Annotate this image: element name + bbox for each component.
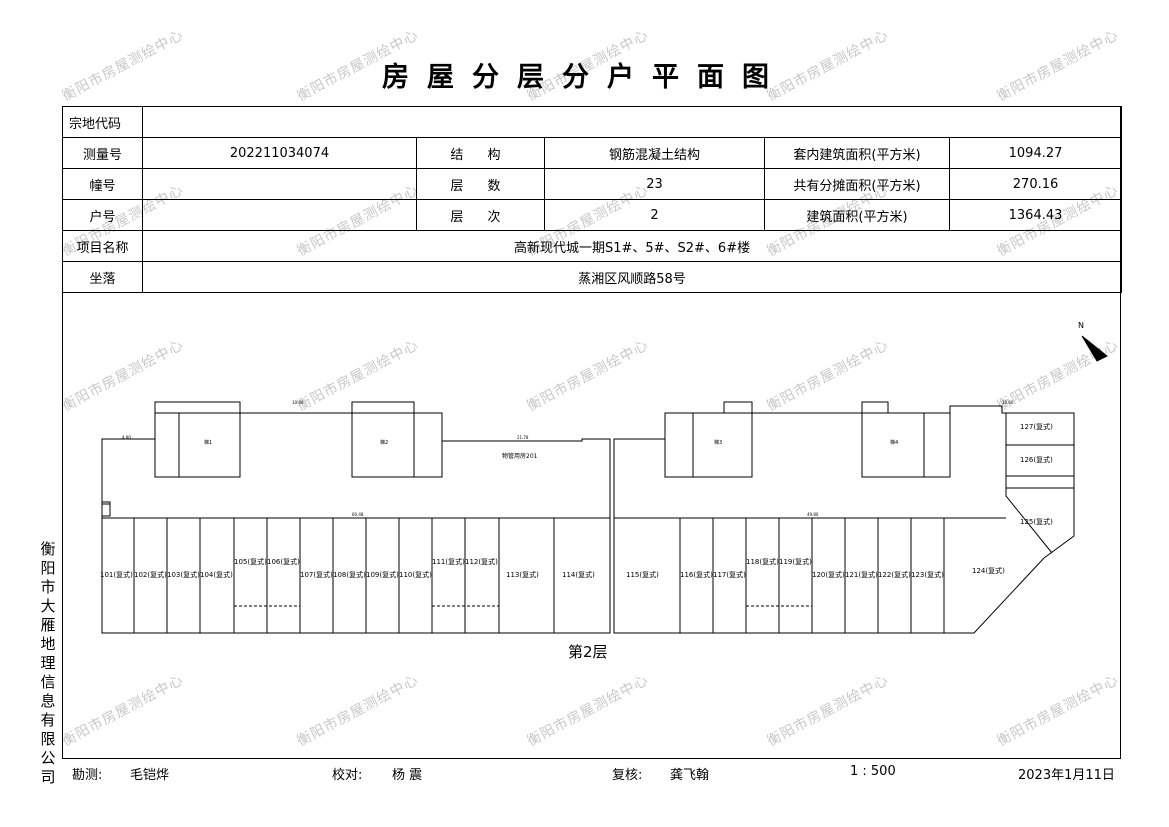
unit-label: 127(复式): [1020, 422, 1053, 431]
floor-caption: 第2层: [568, 643, 608, 661]
unit-label: 108(复式): [333, 570, 366, 579]
unit-label: 119(复式): [779, 557, 812, 566]
unit-label: 122(复式): [878, 570, 911, 579]
surveyor-name: 毛铠烨: [130, 768, 170, 783]
shared-area-label: 共有分摊面积(平方米): [764, 168, 950, 200]
unit-label: 120(复式): [812, 570, 845, 579]
unit-label: 124(复式): [972, 566, 1005, 575]
stair-label: 梯3: [714, 439, 722, 446]
unit-label: 106(复式): [267, 557, 300, 566]
unit-label: 户号: [62, 199, 143, 231]
organization-name: 衡阳市大雁地理信息有限公司: [40, 540, 56, 786]
row-survey: 测量号 202211034074 结 构 钢筋混凝土结构 套内建筑面积(平方米)…: [62, 137, 1123, 169]
svg-text:60.48: 60.48: [352, 512, 364, 517]
floors-value: 23: [544, 168, 765, 200]
build-area-value: 1364.43: [948, 199, 1123, 231]
unit-label: 123(复式): [911, 570, 944, 579]
inner-area-label: 套内建筑面积(平方米): [764, 137, 950, 169]
unit-label: 110(复式): [399, 570, 432, 579]
info-table: 宗地代码 测量号 202211034074 结 构 钢筋混凝土结构 套内建筑面积…: [62, 106, 1123, 293]
row-unit: 户号 层 次 2 建筑面积(平方米) 1364.43: [62, 199, 1123, 231]
checker-name: 杨 震: [392, 768, 423, 783]
unit-label: 112(复式): [465, 557, 498, 566]
svg-text:4.80: 4.80: [122, 435, 131, 440]
floor-label: 层 次: [416, 199, 545, 231]
unit-label: 125(复式): [1020, 517, 1053, 526]
plan-outline: [101, 335, 1108, 634]
row-project: 项目名称 高新现代城一期S1#、5#、S2#、6#楼: [62, 230, 1123, 262]
scale: 1 : 500: [850, 764, 896, 779]
unit-labels: 物管用房201 梯1 梯2 梯3 梯4 101(复式) 102(复式) 103(…: [100, 422, 1053, 579]
inner-area-value: 1094.27: [948, 137, 1123, 169]
survey-no-label: 测量号: [62, 137, 143, 169]
building-value: [142, 168, 417, 200]
checker-label: 校对:: [332, 768, 363, 783]
stair-label: 梯2: [380, 439, 388, 446]
unit-label: 115(复式): [626, 570, 659, 579]
unit-label: 101(复式): [100, 570, 133, 579]
unit-label: 113(复式): [506, 570, 539, 579]
unit-label: 109(复式): [366, 570, 399, 579]
unit-label: 102(复式): [134, 570, 167, 579]
unit-label: 104(复式): [200, 570, 233, 579]
row-location: 坐落 蒸湘区风顺路58号: [62, 261, 1123, 293]
svg-text:10.60: 10.60: [1002, 400, 1014, 405]
north-label: N: [1078, 321, 1084, 330]
svg-text:21.78: 21.78: [517, 435, 529, 440]
structure-label: 结 构: [416, 137, 545, 169]
unit-label: 105(复式): [234, 557, 267, 566]
row-parcel-code: 宗地代码: [62, 106, 1123, 138]
project-label: 项目名称: [62, 230, 143, 262]
property-room-label: 物管用房201: [502, 452, 538, 460]
stair-label: 梯1: [204, 439, 212, 446]
structure-value: 钢筋混凝土结构: [544, 137, 765, 169]
date: 2023年1月11日: [1018, 768, 1115, 783]
parcel-code-value: [141, 106, 1123, 138]
reviewer-label: 复核:: [612, 768, 643, 783]
unit-label: 126(复式): [1020, 455, 1053, 464]
row-building: 幢号 层 数 23 共有分摊面积(平方米) 270.16: [62, 168, 1123, 200]
floor-value: 2: [544, 199, 765, 231]
location-value: 蒸湘区风顺路58号: [141, 261, 1123, 293]
floor-plan: 4.80 10.60 21.78 60.48 49.80 10.60 物管用房201 梯…: [100, 321, 1108, 661]
unit-label: 114(复式): [562, 570, 595, 579]
svg-text:49.80: 49.80: [807, 512, 819, 517]
project-value: 高新现代城一期S1#、5#、S2#、6#楼: [141, 230, 1123, 262]
page-title: 房屋分层分户平面图: [382, 62, 787, 93]
building-label: 幢号: [62, 168, 143, 200]
unit-label: 121(复式): [845, 570, 878, 579]
floors-label: 层 数: [416, 168, 545, 200]
surveyor-label: 勘测:: [72, 768, 103, 783]
parcel-code-label: 宗地代码: [62, 106, 143, 138]
unit-label: 103(复式): [167, 570, 200, 579]
svg-text:10.60: 10.60: [292, 400, 304, 405]
build-area-label: 建筑面积(平方米): [764, 199, 950, 231]
unit-value: [142, 199, 417, 231]
survey-no-value: 202211034074: [142, 137, 417, 169]
footer: 勘测: 毛铠烨 校对: 杨 震 复核: 龚飞翰 1 : 500 2023年1月1…: [62, 764, 1121, 784]
shared-area-value: 270.16: [948, 168, 1123, 200]
location-label: 坐落: [62, 261, 143, 293]
unit-label: 107(复式): [300, 570, 333, 579]
reviewer-name: 龚飞翰: [670, 768, 710, 783]
dimension-labels: 4.80 10.60 21.78 60.48 49.80 10.60: [122, 400, 1014, 517]
stair-label: 梯4: [890, 439, 898, 446]
unit-label: 111(复式): [432, 557, 465, 566]
unit-label: 117(复式): [713, 570, 746, 579]
unit-label: 118(复式): [746, 557, 779, 566]
unit-label: 116(复式): [680, 570, 713, 579]
